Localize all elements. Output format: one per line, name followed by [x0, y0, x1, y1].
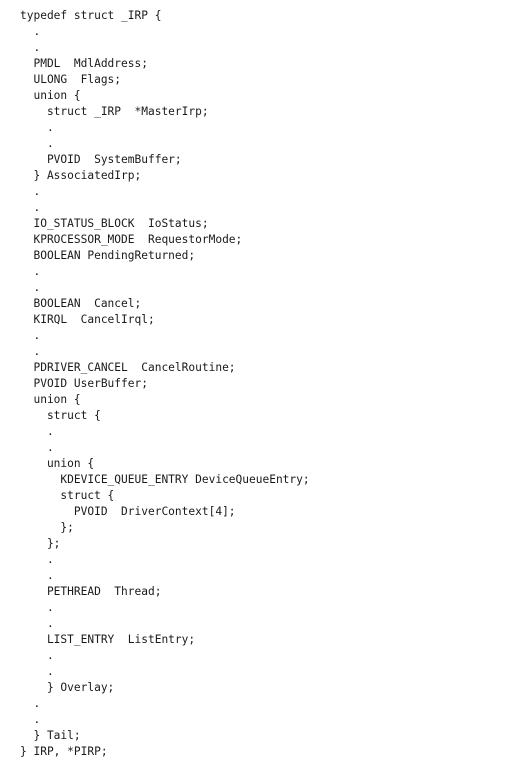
code-line: };	[20, 521, 74, 534]
code-line: .	[20, 649, 54, 662]
code-line: .	[20, 425, 54, 438]
code-line: } IRP, *PIRP;	[20, 745, 108, 758]
code-line: PVOID SystemBuffer;	[20, 153, 182, 166]
code-line: typedef struct _IRP {	[20, 9, 162, 22]
code-line: .	[20, 617, 54, 630]
code-line: .	[20, 41, 41, 54]
code-line: union {	[20, 457, 95, 470]
code-line: BOOLEAN PendingReturned;	[20, 249, 196, 262]
code-line: .	[20, 553, 54, 566]
code-line: .	[20, 665, 54, 678]
code-line: .	[20, 201, 41, 214]
code-line: .	[20, 25, 41, 38]
code-line: LIST_ENTRY ListEntry;	[20, 633, 196, 646]
code-line: PVOID DriverContext[4];	[20, 505, 236, 518]
code-line: };	[20, 537, 61, 550]
code-line: .	[20, 121, 54, 134]
code-line: PDRIVER_CANCEL CancelRoutine;	[20, 361, 236, 374]
code-line: .	[20, 697, 41, 710]
code-line: IO_STATUS_BLOCK IoStatus;	[20, 217, 209, 230]
code-line: PETHREAD Thread;	[20, 585, 162, 598]
code-line: .	[20, 137, 54, 150]
code-line: .	[20, 713, 41, 726]
code-line: } Tail;	[20, 729, 81, 742]
code-line: .	[20, 265, 41, 278]
code-block: typedef struct _IRP { . . PMDL MdlAddres…	[20, 8, 310, 760]
code-line: .	[20, 601, 54, 614]
code-line: .	[20, 329, 41, 342]
code-line: } AssociatedIrp;	[20, 169, 142, 182]
code-line: KPROCESSOR_MODE RequestorMode;	[20, 233, 243, 246]
code-line: union {	[20, 393, 81, 406]
code-line: BOOLEAN Cancel;	[20, 297, 142, 310]
code-line: .	[20, 185, 41, 198]
code-line: struct _IRP *MasterIrp;	[20, 105, 209, 118]
code-line: ULONG Flags;	[20, 73, 122, 86]
code-line: union {	[20, 89, 81, 102]
code-line: struct {	[20, 489, 115, 502]
code-line: KIRQL CancelIrql;	[20, 313, 155, 326]
code-line: KDEVICE_QUEUE_ENTRY DeviceQueueEntry;	[20, 473, 310, 486]
code-line: } Overlay;	[20, 681, 115, 694]
code-line: PMDL MdlAddress;	[20, 57, 148, 70]
code-line: .	[20, 345, 41, 358]
code-line: .	[20, 281, 41, 294]
code-line: PVOID UserBuffer;	[20, 377, 148, 390]
code-line: .	[20, 441, 54, 454]
code-line: .	[20, 569, 54, 582]
code-line: struct {	[20, 409, 101, 422]
